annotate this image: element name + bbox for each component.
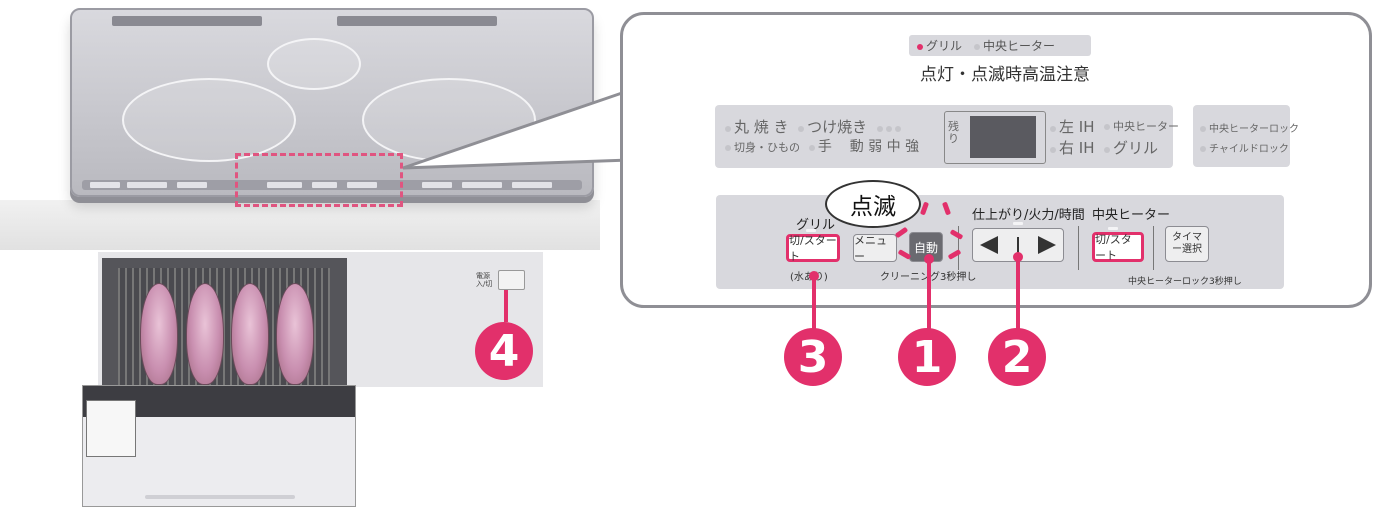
led-icon [1108, 227, 1118, 230]
control-highlight [235, 153, 403, 207]
led-dot-icon [725, 145, 731, 151]
leader-tip [809, 271, 819, 281]
vent [112, 16, 262, 26]
led-dot-icon [1200, 146, 1206, 152]
leader-tip [1013, 252, 1023, 262]
center-heater-start-button[interactable]: 切/スタート [1092, 232, 1144, 262]
caution-text: 点灯・点滅時高温注意 [905, 60, 1105, 85]
led-dot-icon [974, 44, 980, 50]
led-dot-icon [1104, 124, 1110, 130]
grill-start-button[interactable]: 切/スタート [786, 234, 840, 262]
fish [186, 283, 224, 385]
blink-bubble: 点滅 [825, 180, 921, 228]
leader-line [504, 290, 508, 322]
fish [140, 283, 178, 385]
led-icon [1013, 222, 1023, 225]
left-ih-zone [122, 78, 296, 162]
warning-label [86, 400, 136, 457]
right-ih-indicator: 右 IH [1050, 137, 1094, 158]
lcd-screen [970, 116, 1036, 158]
led-dot-icon [725, 126, 731, 132]
center-heater-lock-indicator: 中央ヒーターロック [1200, 120, 1299, 135]
leader-line [1016, 256, 1020, 332]
leader-line [812, 275, 816, 333]
callout-pointer [400, 90, 640, 200]
high-temp-indicator: グリル 中央ヒーター [909, 35, 1091, 56]
center-heater-label: 中央ヒーター [1092, 204, 1170, 223]
led-dot-icon [877, 126, 883, 132]
timer-sub-label: 中央ヒーターロック3秒押し [1128, 274, 1242, 287]
led-dot-icon [917, 44, 923, 50]
led-dot-icon [809, 145, 815, 151]
menu-button[interactable]: メニュー [853, 234, 897, 262]
center-heater-indicator: 中央ヒーター [974, 37, 1055, 54]
led-dot-icon [798, 126, 804, 132]
led-dot-icon [1104, 147, 1110, 153]
remaining-label: 残り [948, 121, 962, 145]
fish [231, 283, 269, 385]
separator [1153, 226, 1154, 270]
menu-row-1: 丸 焼 き つけ焼き [725, 116, 904, 137]
lock-panel [1193, 105, 1290, 167]
mini-key[interactable] [90, 182, 120, 188]
center-heater-zone [267, 38, 361, 90]
finish-heat-time-label: 仕上がり/火力/時間 [972, 204, 1085, 223]
led-dot-icon [1050, 147, 1056, 153]
leader-line [927, 258, 931, 332]
vent [337, 16, 497, 26]
countertop [0, 200, 600, 250]
separator [1078, 226, 1079, 270]
menu-row-2: 切身・ひもの 手 動 弱 中 強 [725, 136, 919, 156]
power-switch[interactable] [498, 270, 525, 290]
fish [276, 283, 314, 385]
mini-key[interactable] [177, 182, 207, 188]
center-heater-status: 中央ヒーター [1104, 118, 1179, 134]
grill-handle[interactable] [145, 495, 295, 499]
power-label: 電源 入/切 [476, 272, 496, 288]
left-ih-indicator: 左 IH [1050, 116, 1094, 137]
led-dot-icon [1200, 126, 1206, 132]
grill-status: グリル [1104, 137, 1158, 158]
leader-tip [924, 254, 934, 264]
led-dot-icon [886, 126, 892, 132]
step-marker-4: 4 [475, 322, 533, 380]
timer-select-button[interactable]: タイマー選択 [1165, 226, 1209, 262]
step-marker-3: 3 [784, 328, 842, 386]
led-dot-icon [1050, 126, 1056, 132]
step-marker-1: 1 [898, 328, 956, 386]
child-lock-indicator: チャイルドロック [1200, 140, 1289, 155]
mini-key[interactable] [127, 182, 167, 188]
grill-indicator: グリル [917, 37, 962, 54]
led-dot-icon [895, 126, 901, 132]
step-marker-2: 2 [988, 328, 1046, 386]
